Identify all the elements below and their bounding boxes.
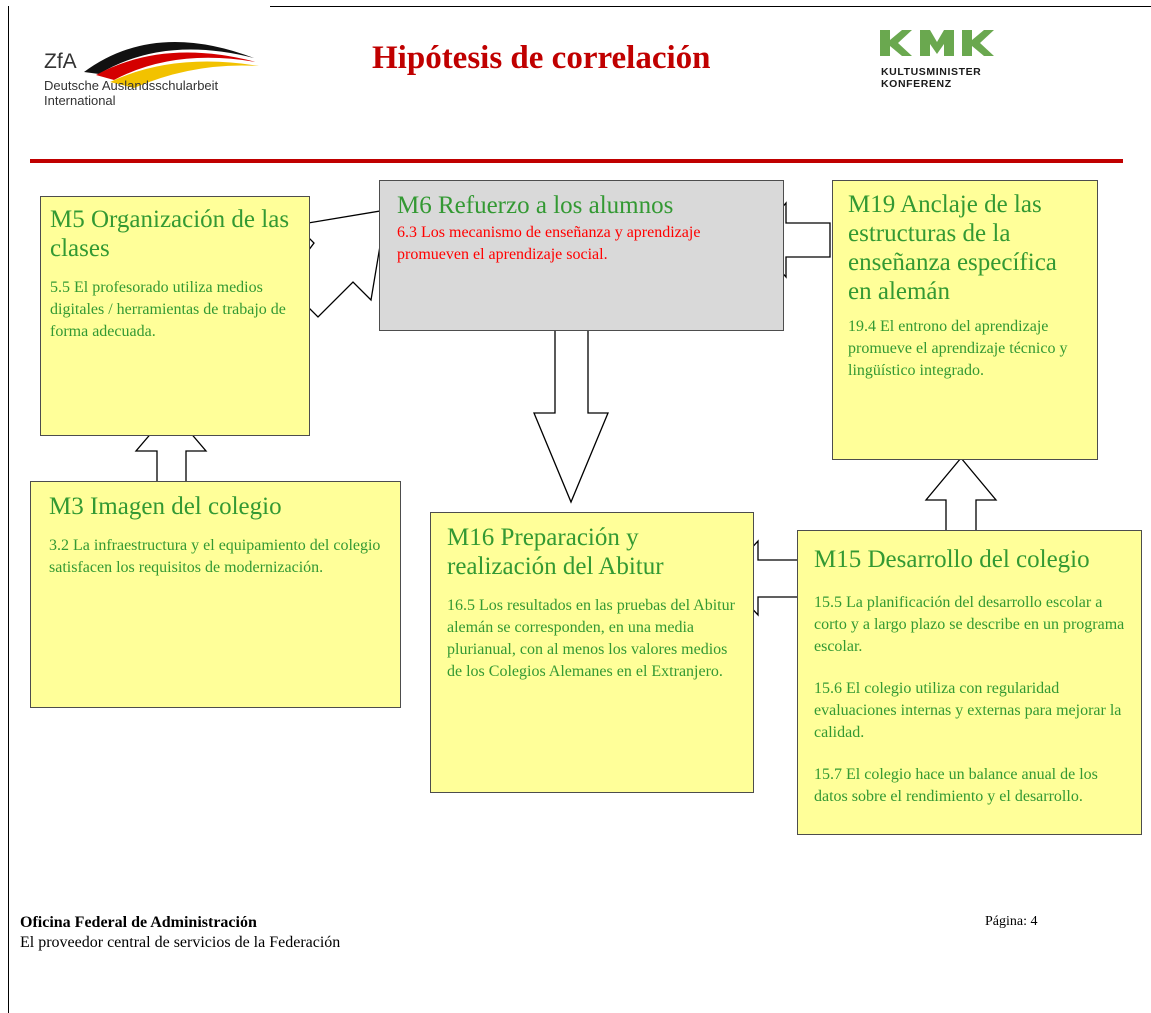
box-m5: M5 Organización de las clases 5.5 El pro… [40,196,310,436]
box-m15-body: 15.5 La planificación del desarrollo esc… [814,592,1125,808]
box-m16-body: 16.5 Los resultados en las pruebas del A… [447,597,735,680]
box-m5-title: M5 Organización de las clases [50,206,290,262]
kmk-mark-icon [880,30,994,56]
zfa-abbreviation: ZfA [44,50,77,73]
box-m5-body: 5.5 El profesorado utiliza medios digita… [50,279,286,340]
left-border-line [8,6,9,1013]
kmk-name-line2: KONFERENZ [881,78,952,90]
box-m15-title: M15 Desarrollo del colegio [814,546,1090,573]
box-m16-title: M16 Preparación y realización del Abitur [447,524,664,580]
box-m19-title: M19 Anclaje de las estructuras de la ens… [848,191,1057,305]
zfa-logo: ZfA Deutsche Auslandsschularbeit Interna… [44,30,294,120]
box-m15-item: 15.6 El colegio utiliza con regularidad … [814,680,1122,741]
page-title: Hipótesis de correlación [372,40,711,76]
kmk-logo: KULTUSMINISTER KONFERENZ [880,30,1050,100]
kmk-name-line1: KULTUSMINISTER [881,66,982,78]
box-m3: M3 Imagen del colegio 3.2 La infraestruc… [30,481,401,708]
box-m15-item: 15.7 El colegio hace un balance anual de… [814,766,1098,805]
zfa-swoosh-icon [84,41,259,88]
box-m15: M15 Desarrollo del colegio 15.5 La plani… [797,530,1142,835]
box-m6: M6 Refuerzo a los alumnos 6.3 Los mecani… [379,180,784,331]
zfa-name-line2: International [44,93,116,108]
top-border-gap [0,0,270,8]
box-m6-body: 6.3 Los mecanismo de enseñanza y aprendi… [397,224,701,263]
box-m19-body: 19.4 El entrono del aprendizaje promueve… [848,318,1068,379]
arrow-m6-to-m16 [533,329,609,504]
box-m6-title: M6 Refuerzo a los alumnos [397,192,674,219]
footer-org: Oficina Federal de Administración [20,914,257,931]
zfa-name-line1: Deutsche Auslandsschularbeit [44,78,219,93]
footer-tagline: El proveedor central de servicios de la … [20,934,341,951]
page-number: Página: 4 [985,914,1038,929]
top-border-line [0,6,1151,7]
box-m16: M16 Preparación y realización del Abitur… [430,512,754,793]
arrow-m15-to-m19 [924,456,998,532]
box-m3-title: M3 Imagen del colegio [49,493,282,520]
header-divider [30,159,1123,163]
box-m15-item: 15.5 La planificación del desarrollo esc… [814,594,1125,655]
box-m19: M19 Anclaje de las estructuras de la ens… [832,180,1098,460]
box-m3-body: 3.2 La infraestructura y el equipamiento… [49,537,381,576]
